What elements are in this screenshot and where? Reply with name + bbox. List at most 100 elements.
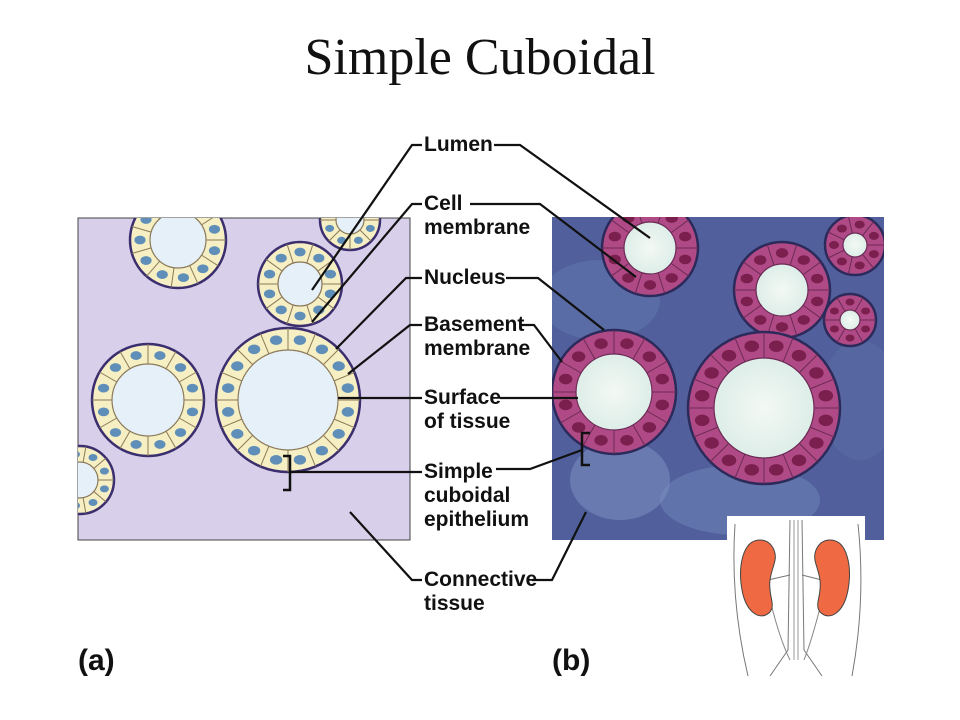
tubule-cross-section: [552, 328, 678, 456]
nucleus-mark: [622, 273, 635, 283]
nucleus-mark: [88, 498, 98, 507]
nucleus-mark: [247, 344, 261, 355]
nucleus-mark: [341, 407, 354, 417]
nucleus-mark: [332, 429, 345, 439]
nucleus-mark: [109, 428, 122, 437]
panel-a-drawing: [50, 196, 411, 541]
nucleus-mark: [721, 349, 737, 362]
nucleus-mark: [293, 454, 307, 465]
nucleus-mark: [140, 256, 152, 265]
nucleus-mark: [655, 399, 670, 411]
nucleus-mark: [861, 325, 871, 333]
nucleus-mark: [868, 231, 879, 240]
panel-b-micrograph: [552, 217, 884, 540]
tubule-cross-section: [318, 196, 382, 252]
tubule-cross-section: [600, 217, 700, 298]
nucleus-mark: [797, 315, 810, 325]
nucleus-mark: [868, 250, 879, 259]
nucleus-mark: [354, 196, 363, 203]
nucleus-mark: [130, 440, 142, 449]
nucleus-mark: [854, 261, 865, 270]
nucleus-mark: [157, 201, 168, 210]
label-basement: Basement: [424, 313, 525, 336]
nucleus-mark: [178, 198, 189, 207]
tubule-cross-section: [214, 326, 362, 474]
nucleus-mark: [263, 289, 276, 299]
nucleus-mark: [293, 335, 307, 346]
nucleus-mark: [99, 485, 109, 493]
nucleus-mark: [694, 414, 710, 427]
nucleus-mark: [269, 454, 283, 465]
nucleus-mark: [694, 389, 710, 402]
label-cell: Cell: [424, 192, 463, 215]
nucleus-mark: [78, 451, 80, 458]
nucleus-mark: [315, 445, 329, 456]
nucleus-mark: [775, 248, 789, 258]
nucleus-mark: [791, 349, 807, 362]
nucleus-mark: [594, 435, 608, 446]
nucleus-mark: [571, 422, 586, 433]
panel-label-b: (b): [552, 644, 591, 677]
left-kidney-icon: [740, 539, 776, 617]
nucleus-mark: [811, 273, 824, 284]
nucleus-mark: [845, 298, 855, 306]
nucleus-mark: [828, 241, 840, 249]
nucleus-mark: [341, 383, 354, 393]
leader-lines: [290, 143, 651, 582]
nucleus-mark: [313, 253, 325, 263]
nucleus-mark: [275, 305, 287, 315]
nucleus-mark: [222, 407, 235, 417]
nucleus-mark: [665, 273, 678, 283]
label-of-tissue: of tissue: [424, 410, 511, 433]
nucleus-mark: [642, 351, 657, 362]
nucleus-mark: [177, 273, 190, 283]
nucleus-mark: [197, 264, 209, 274]
nucleus-mark: [97, 383, 110, 393]
label-simple: Simple: [424, 460, 493, 483]
nucleus-mark: [324, 269, 337, 279]
nucleus-mark: [836, 224, 847, 233]
nucleus-mark: [655, 373, 670, 385]
nucleus-mark: [818, 389, 834, 402]
nucleus-mark: [594, 338, 608, 349]
nucleus-mark: [269, 335, 283, 346]
nucleus-mark: [56, 460, 65, 467]
nucleus-mark: [208, 224, 221, 234]
nucleus-mark: [325, 224, 335, 232]
nucleus-mark: [130, 351, 142, 360]
tubule-cross-section: [90, 342, 206, 458]
nucleus-mark: [174, 363, 187, 372]
nucleus-mark: [222, 383, 235, 393]
nucleus-mark: [836, 257, 847, 266]
panel-label-a: (a): [78, 644, 115, 677]
nucleus-mark: [679, 254, 692, 265]
nucleus-mark: [721, 454, 737, 467]
nucleus-mark: [791, 454, 807, 467]
nucleus-mark: [861, 307, 871, 315]
nucleus-mark: [56, 493, 65, 500]
nucleus-mark: [769, 340, 784, 352]
tubule-cross-section: [686, 330, 842, 486]
tubule-cross-section: [50, 444, 116, 516]
nucleus-mark: [775, 322, 789, 332]
nucleus-mark: [294, 311, 306, 321]
nucleus-mark: [154, 351, 166, 360]
nucleus-mark: [315, 344, 329, 355]
nucleus-mark: [744, 464, 759, 476]
nucleus-mark: [811, 296, 824, 307]
nucleus-mark: [740, 296, 753, 307]
label-connective: Connective: [424, 568, 538, 591]
nucleus-mark: [154, 440, 166, 449]
nucleus-mark: [50, 476, 59, 483]
nucleus-mark: [829, 307, 839, 315]
label-epithelium: epithelium: [424, 508, 530, 531]
nucleus-mark: [754, 255, 767, 265]
nucleus-mark: [263, 269, 276, 279]
nucleus-mark: [845, 334, 855, 342]
slide-title: Simple Cuboidal: [304, 29, 656, 86]
nucleus-mark: [620, 338, 634, 349]
nucleus-mark: [797, 255, 810, 265]
nucleus-mark: [353, 236, 363, 244]
label-lumen: Lumen: [424, 133, 493, 156]
label-surface: Surface: [424, 386, 502, 409]
